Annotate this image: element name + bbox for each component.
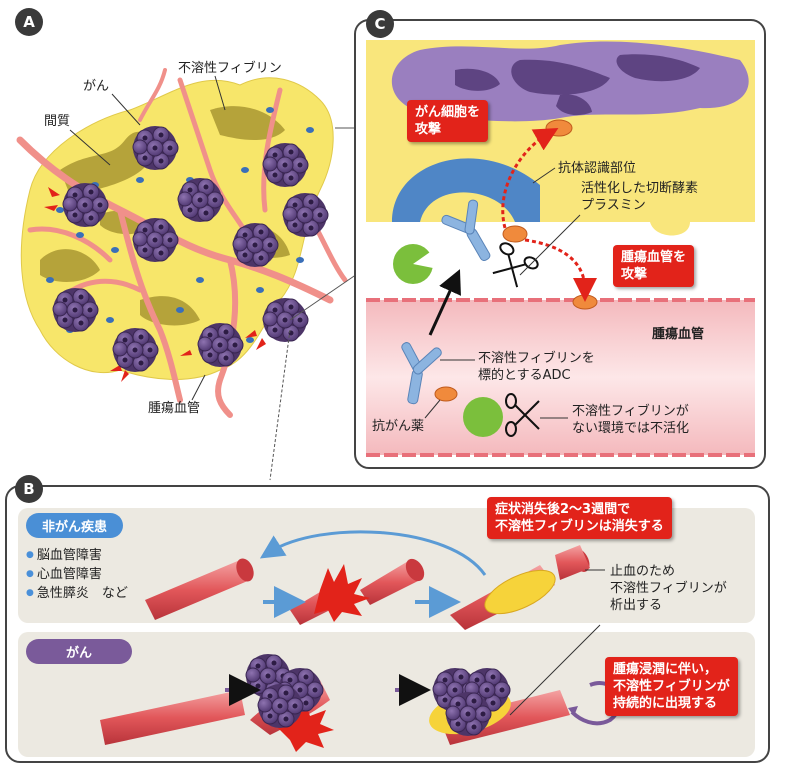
label-tumor-vessel-c: 腫瘍血管 [652, 327, 705, 342]
panel-b-cancer-art [100, 624, 622, 752]
label-hemostasis: 止血のため 不溶性フィブリンが 析出する [610, 564, 727, 613]
callout-attack-cancer-cell: がん細胞を 攻撃 [407, 100, 489, 142]
non-cancer-item: 急性膵炎 など [26, 584, 128, 603]
label-cancer: がん [83, 79, 110, 94]
pill-non-cancer: 非がん疾患 [26, 513, 124, 538]
panel-b-non-cancer-art [145, 530, 605, 630]
panel-a-badge: A [15, 8, 43, 36]
label-adc: 不溶性フィブリンを 標的とするADC [478, 351, 595, 383]
callout-attack-tumor-vessel: 腫瘍血管を 攻撃 [613, 245, 695, 287]
panel-a-tissue [16, 68, 348, 418]
non-cancer-item: 心血管障害 [26, 565, 128, 584]
panel-c-badge: C [366, 10, 394, 38]
label-plasmin: 活性化した切断酵素 プラスミン [581, 181, 699, 213]
pill-cancer: がん [26, 639, 133, 664]
label-stroma: 間質 [44, 114, 71, 129]
label-anticancer-drug: 抗がん薬 [372, 419, 425, 434]
label-epitope: 抗体認識部位 [558, 161, 637, 176]
callout-fibrin-persists: 腫瘍浸潤に伴い， 不溶性フィブリンが 持続的に出現する [605, 657, 738, 716]
label-tumor-vessel-a: 腫瘍血管 [148, 401, 201, 416]
panel-c-molecules [390, 119, 598, 437]
non-cancer-item: 脳血管障害 [26, 546, 128, 565]
non-cancer-list: 脳血管障害 心血管障害 急性膵炎 など [26, 546, 128, 603]
callout-fibrin-disappears: 症状消失後2〜3週間で 不溶性フィブリンは消失する [487, 497, 672, 539]
label-insoluble-fibrin: 不溶性フィブリン [178, 61, 282, 76]
label-inactivated: 不溶性フィブリンが ない環境では不活化 [572, 404, 690, 436]
panel-b-badge: B [15, 475, 43, 503]
